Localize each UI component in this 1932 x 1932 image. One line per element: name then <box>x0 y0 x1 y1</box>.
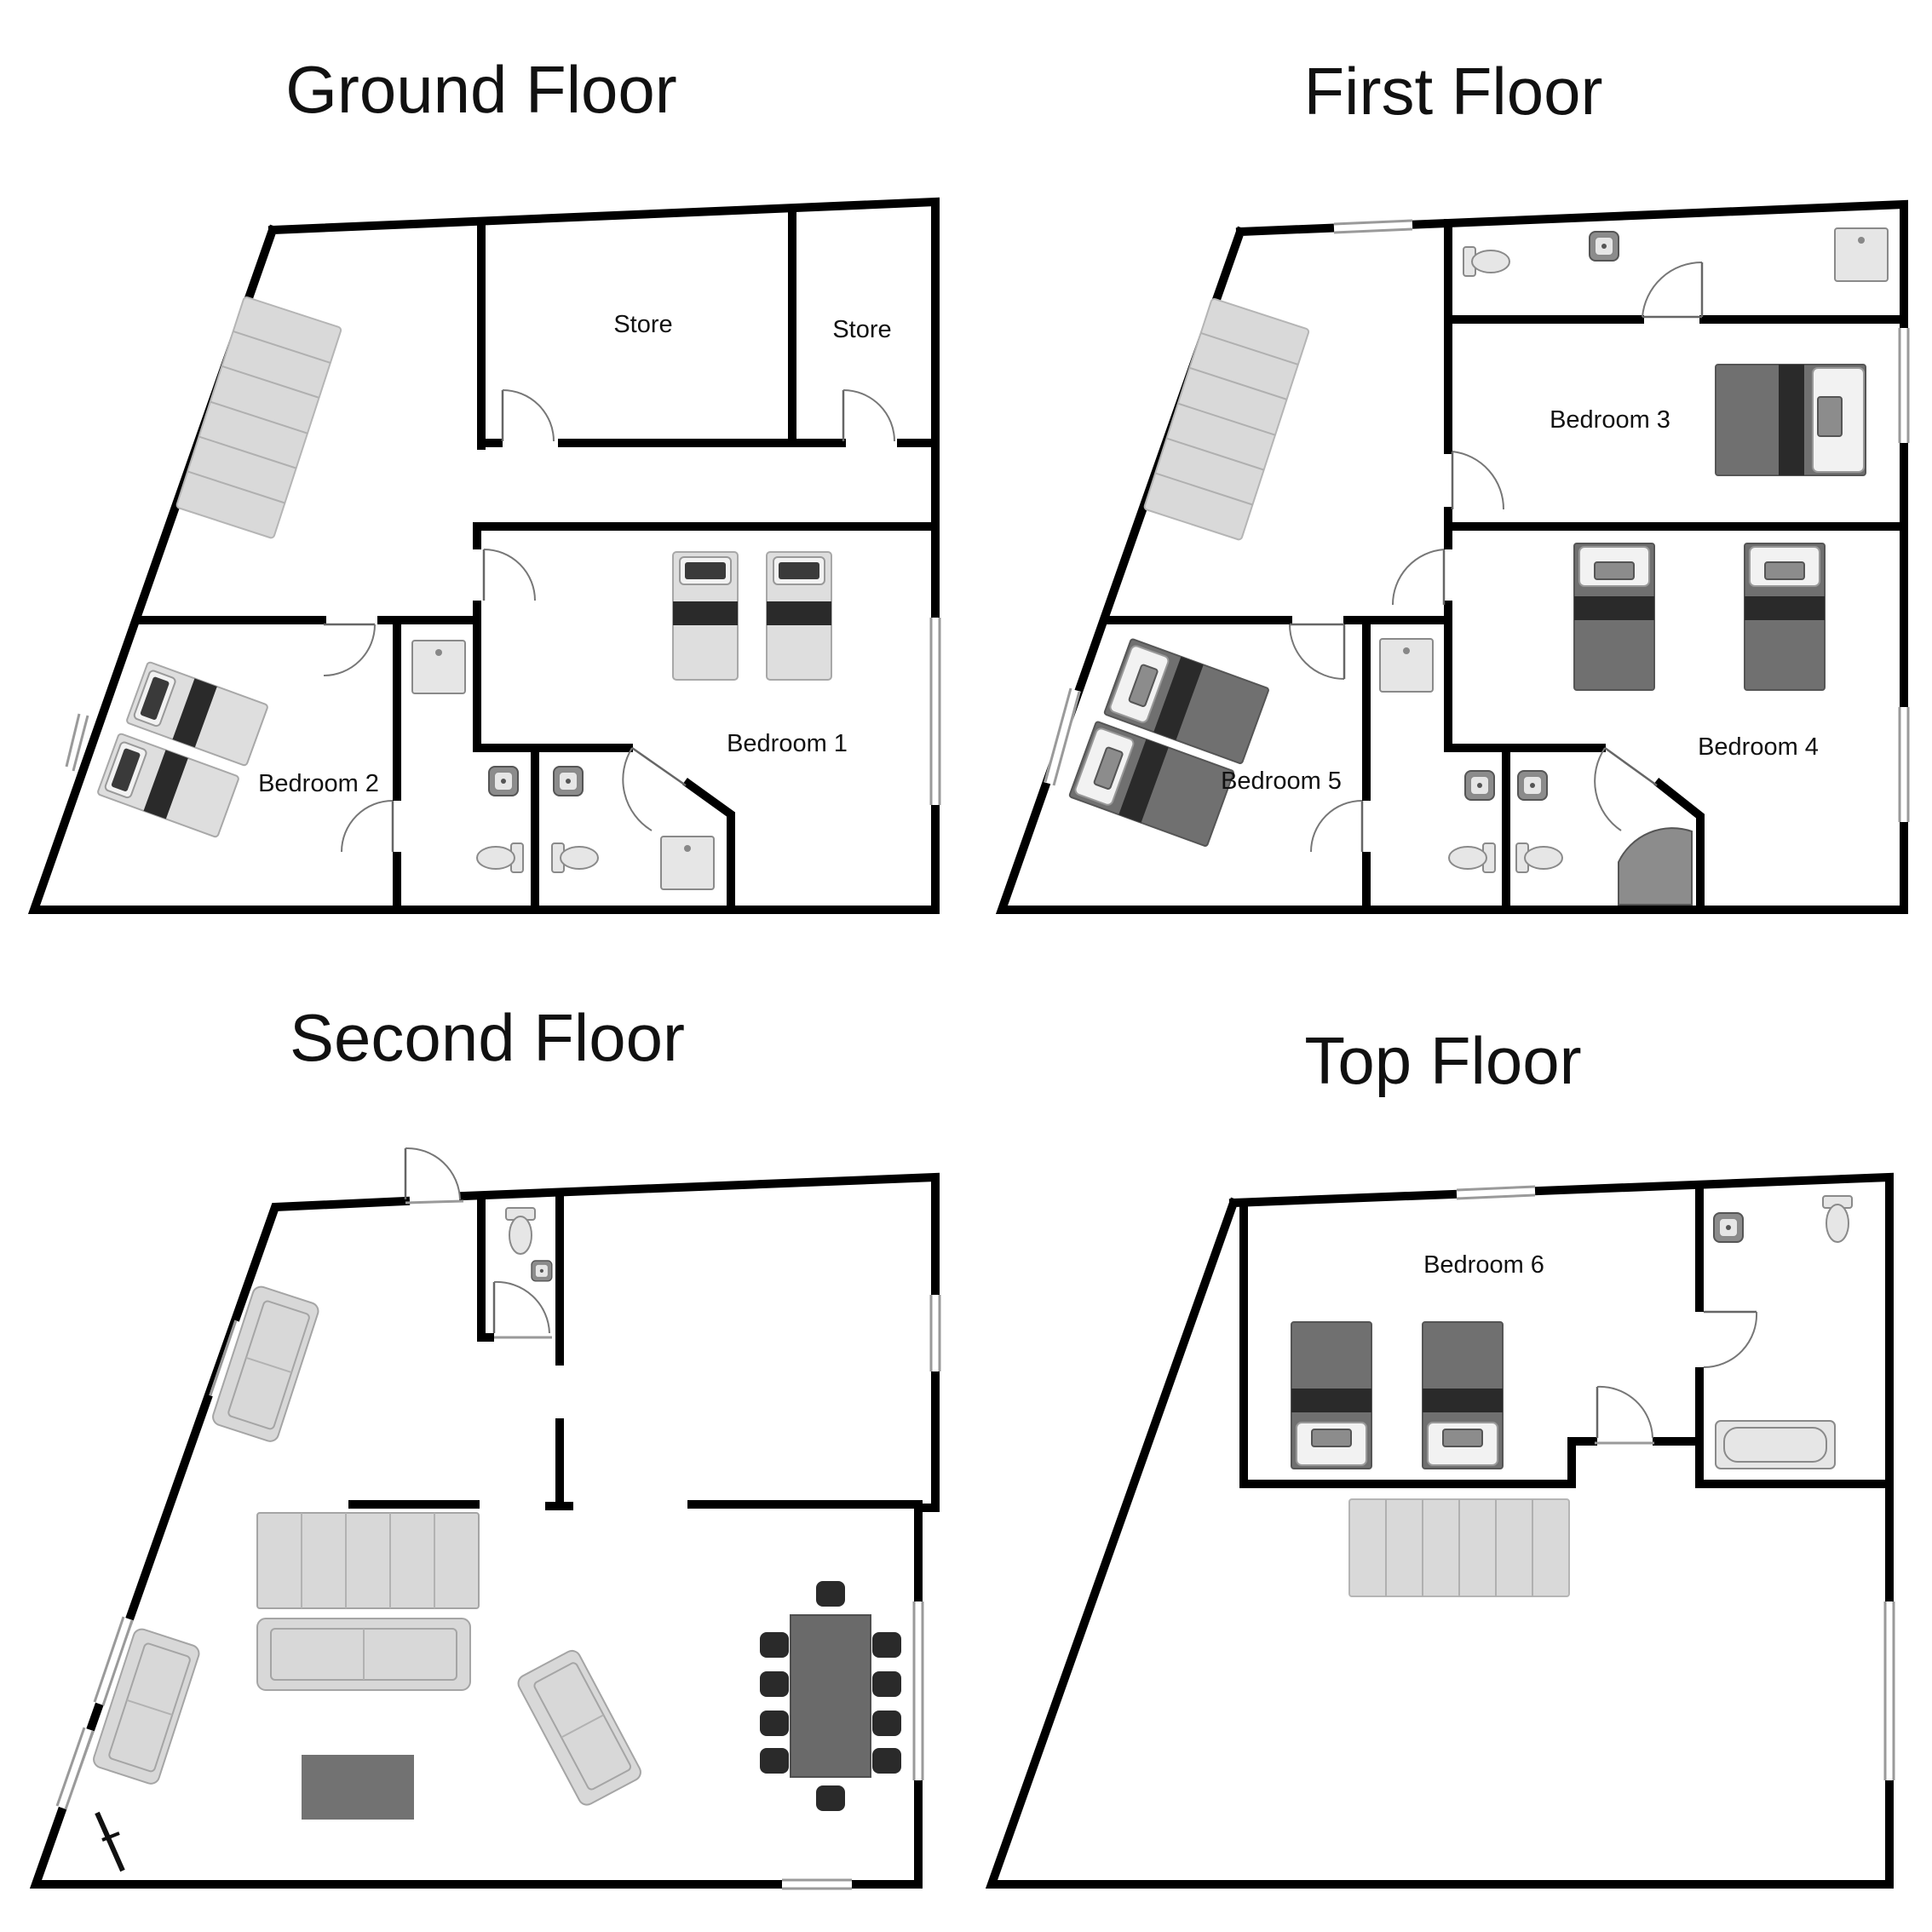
door <box>482 549 536 601</box>
shower-tray <box>1834 227 1889 282</box>
first-floor: First Floor <box>995 54 1910 914</box>
toilet-icon <box>1515 842 1563 873</box>
room-label-store: Store <box>832 316 891 343</box>
ground-floor: Ground Floor <box>27 52 941 914</box>
shower-tray <box>1618 827 1693 906</box>
door <box>1642 261 1704 319</box>
room-label-bedroom-4: Bedroom 4 <box>1698 733 1819 761</box>
door <box>492 1280 552 1339</box>
sink-icon <box>1589 231 1619 262</box>
door <box>404 1147 464 1205</box>
sink-icon <box>553 766 584 796</box>
floor-title: First Floor <box>1304 54 1603 129</box>
sink-icon <box>488 766 519 796</box>
door <box>501 389 555 442</box>
coffee-table <box>302 1755 414 1820</box>
room-label-bedroom-5: Bedroom 5 <box>1221 768 1342 795</box>
sink-icon <box>1464 770 1495 801</box>
door <box>842 389 895 442</box>
door <box>622 746 687 831</box>
toilet-icon <box>551 842 599 873</box>
dining-table <box>760 1581 901 1811</box>
toilet-icon <box>1463 246 1510 277</box>
door <box>341 800 394 853</box>
single-bed <box>766 551 832 681</box>
toilet-icon <box>476 842 524 873</box>
door <box>1310 800 1364 853</box>
double-bed <box>1715 364 1866 476</box>
room-label-bedroom-3: Bedroom 3 <box>1550 406 1670 434</box>
single-bed <box>1422 1321 1504 1469</box>
door <box>1703 1310 1758 1369</box>
staircase <box>1348 1498 1570 1597</box>
sink-icon <box>1517 770 1548 801</box>
second-floor: Second Floor <box>29 1000 941 1890</box>
toilet-icon <box>1822 1195 1853 1243</box>
door <box>1594 746 1658 831</box>
lamp-icon <box>95 1811 125 1872</box>
toilet-icon <box>505 1207 536 1255</box>
door <box>1391 549 1446 606</box>
bathtub <box>1715 1420 1836 1469</box>
toilet-icon <box>1448 842 1496 873</box>
single-bed <box>1291 1321 1372 1469</box>
door <box>1451 451 1505 510</box>
staircase <box>175 296 342 539</box>
sofa <box>515 1647 645 1809</box>
single-bed <box>672 551 739 681</box>
sink-icon <box>531 1260 553 1282</box>
shower-tray <box>411 640 466 694</box>
shower-tray <box>1379 638 1434 693</box>
top-floor: Top Floor <box>985 1023 1895 1889</box>
floor-title: Top Floor <box>1304 1023 1581 1098</box>
floor-title: Second Floor <box>290 1000 685 1075</box>
room-label-bedroom-2: Bedroom 2 <box>258 770 379 797</box>
sink-icon <box>1713 1212 1744 1243</box>
sofa <box>256 1618 471 1691</box>
room-label-store: Store <box>613 311 672 338</box>
chaise-sofa <box>256 1512 480 1609</box>
staircase <box>1143 298 1310 541</box>
door <box>323 623 376 676</box>
door <box>1289 623 1346 680</box>
room-label-bedroom-6: Bedroom 6 <box>1423 1251 1544 1279</box>
single-bed <box>1744 543 1826 691</box>
shower-tray <box>660 836 715 890</box>
sofa <box>90 1626 203 1787</box>
room-label-bedroom-1: Bedroom 1 <box>727 730 848 757</box>
single-bed <box>1573 543 1655 691</box>
floor-title: Ground Floor <box>285 52 677 127</box>
door <box>1595 1385 1654 1445</box>
